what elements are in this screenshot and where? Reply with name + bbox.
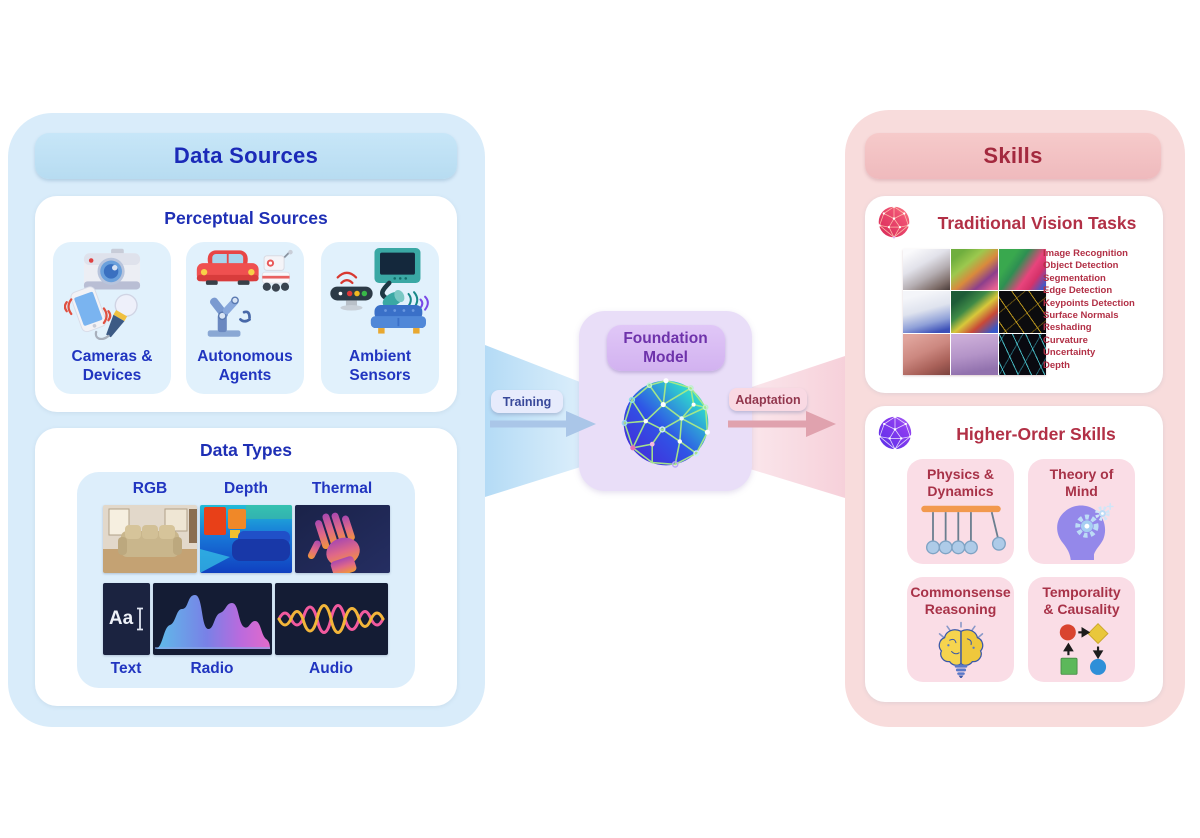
text-sample: Aa: [108, 608, 134, 629]
text-label: Text: [110, 660, 142, 677]
thermal-image: [295, 505, 390, 573]
foundation-sphere-icon: [621, 378, 710, 468]
data-sources-panel: Data Sources Perceptual Sources: [8, 113, 485, 727]
cameras-devices-label: Cameras & Devices: [71, 348, 153, 385]
physics-dynamics-label: Physics & Dynamics: [927, 466, 994, 499]
autonomous-agents-card: Autonomous Agents: [186, 242, 304, 394]
task-item: Segmentation: [1043, 272, 1106, 284]
autonomous-agents-label: Autonomous Agents: [197, 348, 293, 385]
rgb-image: [103, 505, 197, 573]
causal-graph-icon: [1059, 623, 1109, 675]
depth-label: Depth: [224, 480, 268, 497]
vision-tasks-grid: [903, 249, 1046, 375]
ambient-sensors-card: Ambient Sensors: [321, 242, 439, 394]
higher-order-title: Higher-Order Skills: [956, 424, 1116, 444]
data-types-card: Data Types RGB Depth Thermal: [35, 428, 457, 706]
foundation-model-title-line1: Foundation: [623, 329, 708, 347]
vision-sample-rgb: [903, 249, 950, 291]
vision-sample-edges: [999, 291, 1046, 333]
foundation-model-pill: Foundation Model: [606, 325, 725, 371]
autonomous-agents-icon: [196, 249, 293, 337]
text-cursor-icon: [137, 607, 144, 631]
task-item: Curvature: [1043, 334, 1088, 346]
temporality-label: Temporality & Causality: [1042, 584, 1121, 617]
ambient-sensors-icon: [330, 248, 429, 334]
vision-sample-segmentation: [999, 249, 1046, 291]
audio-label: Audio: [309, 660, 353, 677]
cameras-devices-icon: [64, 248, 141, 340]
vision-sample-depth: [999, 333, 1046, 375]
perceptual-sources-title: Perceptual Sources: [164, 208, 328, 228]
radio-image: [153, 583, 272, 655]
data-types-title: Data Types: [199, 440, 293, 460]
traditional-vision-title: Traditional Vision Tasks: [937, 213, 1137, 233]
foundation-model-box: Foundation Model: [579, 311, 752, 491]
task-item: Object Detection: [1043, 260, 1119, 272]
higher-sphere-icon: [878, 415, 912, 451]
data-types-grid: RGB Depth Thermal: [77, 472, 415, 688]
task-item: Edge Detection: [1043, 285, 1113, 297]
foundation-model-title-line2: Model: [643, 349, 688, 366]
radio-label: Radio: [190, 660, 234, 677]
adaptation-pill: Adaptation: [729, 388, 807, 411]
commonsense-label: Commonsense Reasoning: [910, 584, 1011, 617]
cameras-devices-card: Cameras & Devices: [53, 242, 171, 394]
vision-sample-normals: [951, 249, 998, 291]
task-item: Reshading: [1043, 322, 1092, 334]
newtons-cradle-icon: [920, 505, 1006, 555]
data-sources-header: Data Sources: [35, 133, 457, 179]
training-arrow-icon: [490, 411, 596, 437]
vision-sample-semantic: [951, 291, 998, 333]
temporality-card: Temporality & Causality: [1028, 577, 1135, 682]
training-pill: Training: [491, 390, 563, 413]
task-item: Keypoints Detection: [1043, 297, 1135, 309]
task-item: Image Recognition: [1043, 248, 1128, 259]
task-item: Surface Normals: [1043, 310, 1119, 322]
task-item: Depth: [1043, 359, 1070, 371]
head-gears-icon: [1056, 502, 1114, 560]
theory-of-mind-label: Theory of Mind: [1049, 466, 1114, 499]
vision-sample-uncertainty: [951, 333, 998, 375]
ambient-sensors-label: Ambient Sensors: [349, 348, 411, 385]
skills-title: Skills: [983, 143, 1043, 168]
rgb-label: RGB: [132, 480, 168, 497]
vision-sample-keypoints: [903, 291, 950, 333]
vision-sample-reshading: [903, 333, 950, 375]
theory-of-mind-card: Theory of Mind: [1028, 459, 1135, 564]
brain-bulb-icon: [938, 621, 983, 678]
data-sources-title: Data Sources: [173, 143, 319, 168]
traditional-vision-card: Traditional Vision Tasks Image Recogniti…: [865, 196, 1163, 393]
perceptual-sources-card: Perceptual Sources: [35, 196, 457, 412]
skills-panel: Skills Traditional Vision Tasks: [845, 110, 1185, 727]
skills-header: Skills: [865, 133, 1161, 179]
audio-image: [275, 583, 388, 655]
depth-image: [200, 505, 292, 573]
higher-order-card: Higher-Order Skills Physics & Dynamics: [865, 406, 1163, 702]
vision-task-list: Image Recognition Object Detection Segme…: [1043, 248, 1135, 372]
thermal-label: Thermal: [311, 480, 373, 497]
physics-dynamics-card: Physics & Dynamics: [907, 459, 1014, 564]
vision-sphere-icon: [878, 205, 910, 239]
text-image: Aa: [103, 583, 150, 655]
task-item: Uncertainty: [1043, 347, 1096, 359]
adaptation-arrow-icon: [728, 411, 836, 437]
commonsense-card: Commonsense Reasoning: [907, 577, 1014, 682]
